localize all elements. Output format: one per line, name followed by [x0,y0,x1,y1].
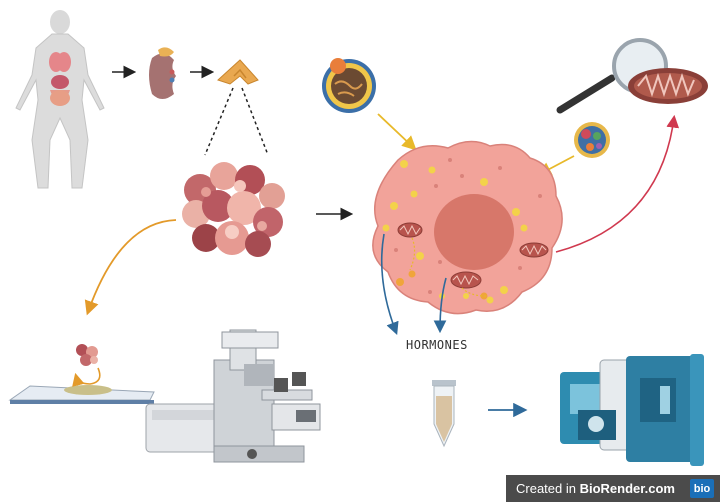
microscope-icon [145,329,321,463]
zoom-line-right [241,87,269,156]
biorender-watermark: Created in BioRender.com bio [506,475,720,502]
human-body-icon [15,10,105,189]
tumor-to-slide-arrow [84,219,177,316]
mass-spectrometer-icon [560,354,704,466]
watermark-text: Created in BioRender.com [506,481,675,496]
biorender-logo-icon: bio [690,479,714,498]
tumor-cluster-icon [182,162,285,257]
small-nanoparticle-icon [574,122,610,158]
cell-icon [372,140,563,315]
adrenal-gland-icon [217,59,259,85]
watermark-brand: BioRender.com [579,481,675,496]
nanoparticle-to-cell-arrow [377,113,417,151]
mitochondrion-icon [628,68,708,104]
cell-to-mitochondrion-arrow [555,114,680,253]
cell-hormone-arrow-1 [380,233,399,335]
zoom-line-left [204,87,234,156]
lipid-nanoparticle-icon [322,58,376,113]
kidney-icon [149,47,176,99]
cell-hormone-arrow-2 [433,277,447,334]
sample-tube-icon [432,380,456,448]
watermark-prefix: Created in [516,481,580,496]
hormones-label: HORMONES [406,338,468,352]
microscope-slide-icon [8,344,155,404]
